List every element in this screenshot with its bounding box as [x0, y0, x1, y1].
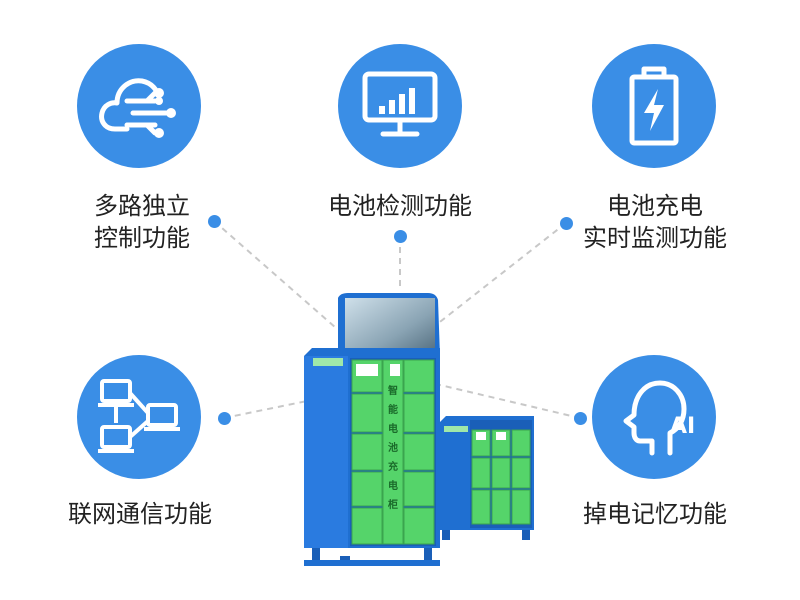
cloud-network-icon: [99, 78, 176, 138]
feature-label-multi-channel: 多路独立 控制功能: [94, 192, 190, 252]
feature-circle-network: [77, 355, 201, 479]
ai-head-icon: AI: [623, 380, 695, 456]
feature-label-charging-monitor: 电池充电 实时监测功能: [583, 192, 727, 252]
feature-circle-multi-channel: [77, 44, 201, 168]
feature-label-power-memory: 掉电记忆功能: [583, 500, 727, 528]
connector-dot-top-left: [208, 215, 221, 228]
connector-dot-top-center: [394, 230, 407, 243]
connector-dot-top-right: [560, 217, 573, 230]
battery-charging-icon: [629, 66, 679, 146]
network-computers-icon: [98, 379, 180, 453]
ai-text: AI: [670, 414, 695, 439]
feature-circle-charging-monitor: [592, 44, 716, 168]
feature-label-network: 联网通信功能: [68, 500, 212, 528]
feature-circle-power-memory: AI: [592, 355, 716, 479]
connector-dot-bottom-right: [574, 412, 587, 425]
monitor-chart-icon: [362, 71, 438, 137]
feature-circle-battery-detect: [338, 44, 462, 168]
connector-dot-bottom-left: [218, 412, 231, 425]
cabinet-vertical-label: 智 能 电 池 充 电 柜: [388, 386, 398, 511]
feature-label-battery-detect: 电池检测功能: [328, 192, 472, 220]
